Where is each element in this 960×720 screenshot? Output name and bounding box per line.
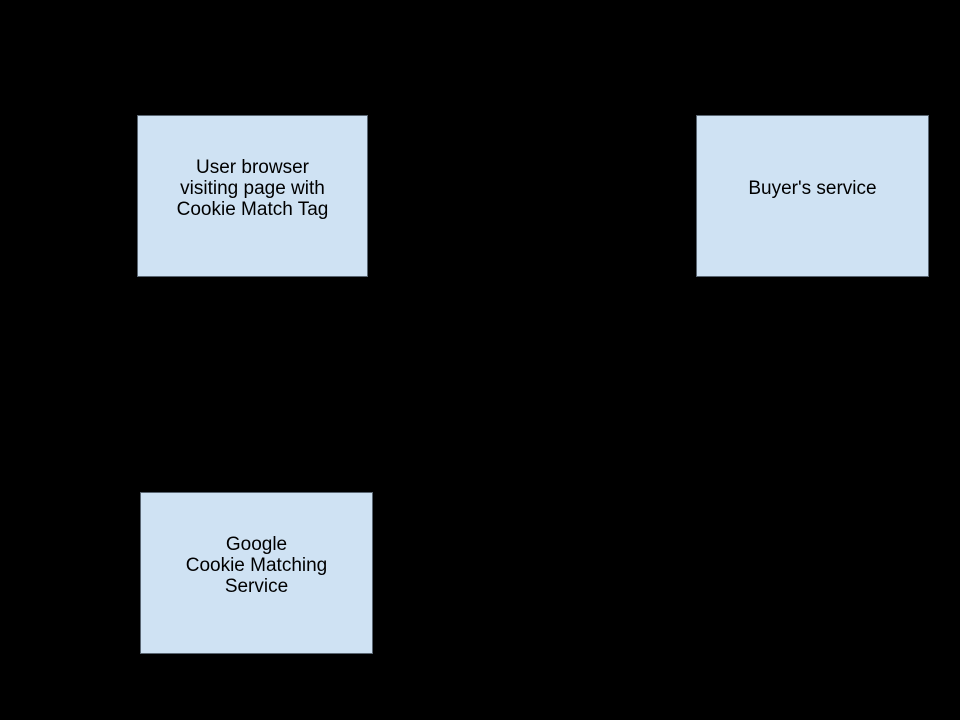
node-label-line: Cookie Matching (185, 554, 328, 576)
node-label-line: Google (225, 533, 288, 555)
node-user-browser-label: User browser visiting page with Cookie M… (177, 157, 329, 220)
node-label-line: visiting page with (180, 177, 325, 199)
node-label-line: Cookie Match Tag (176, 198, 329, 220)
node-google-cookie-matching-service: Google Cookie Matching Service (140, 492, 373, 654)
node-buyers-service: Buyer's service (696, 115, 929, 277)
node-user-browser: User browser visiting page with Cookie M… (137, 115, 368, 277)
node-buyers-service-label: Buyer's service (748, 178, 876, 199)
node-label-line: Buyer's service (748, 177, 877, 199)
node-label-line: Service (224, 575, 289, 597)
node-google-cookie-matching-service-label: Google Cookie Matching Service (186, 534, 328, 597)
node-label-line: User browser (196, 156, 309, 178)
